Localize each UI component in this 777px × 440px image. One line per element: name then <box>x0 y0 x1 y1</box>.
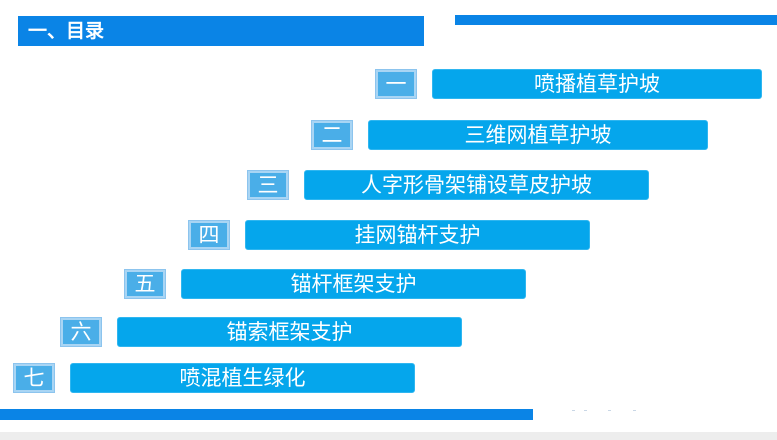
toc-number-3: 三 <box>247 170 289 200</box>
toc-label-2: 三维网植草护坡 <box>368 120 708 150</box>
toc-number-1: 一 <box>375 69 417 99</box>
top-accent-bar <box>455 15 777 25</box>
toc-item-1[interactable]: 一 喷播植草护坡 <box>375 69 762 99</box>
toc-label-6: 锚索框架支护 <box>117 317 462 347</box>
toc-number-7: 七 <box>13 363 55 393</box>
bottom-gray-strip <box>0 432 777 440</box>
toc-number-4: 四 <box>188 220 230 250</box>
toc-label-4: 挂网锚杆支护 <box>245 220 590 250</box>
bottom-accent-bar <box>0 409 533 420</box>
toc-number-6: 六 <box>60 317 102 347</box>
title-bar: 一、目录 <box>18 16 424 46</box>
toc-label-7: 喷混植生绿化 <box>70 363 415 393</box>
toc-number-5: 五 <box>124 269 166 299</box>
page-title: 一、目录 <box>28 20 105 42</box>
toc-label-1: 喷播植草护坡 <box>432 69 762 99</box>
toc-label-3: 人字形骨架铺设草皮护坡 <box>304 170 649 200</box>
toc-item-3[interactable]: 三 人字形骨架铺设草皮护坡 <box>247 170 649 200</box>
toc-number-2: 二 <box>311 120 353 150</box>
toc-item-6[interactable]: 六 锚索框架支护 <box>60 317 462 347</box>
toc-item-5[interactable]: 五 锚杆框架支护 <box>124 269 526 299</box>
decorative-dots <box>570 408 650 414</box>
toc-label-5: 锚杆框架支护 <box>181 269 526 299</box>
toc-item-4[interactable]: 四 挂网锚杆支护 <box>188 220 590 250</box>
toc-item-7[interactable]: 七 喷混植生绿化 <box>13 363 415 393</box>
toc-item-2[interactable]: 二 三维网植草护坡 <box>311 120 708 150</box>
